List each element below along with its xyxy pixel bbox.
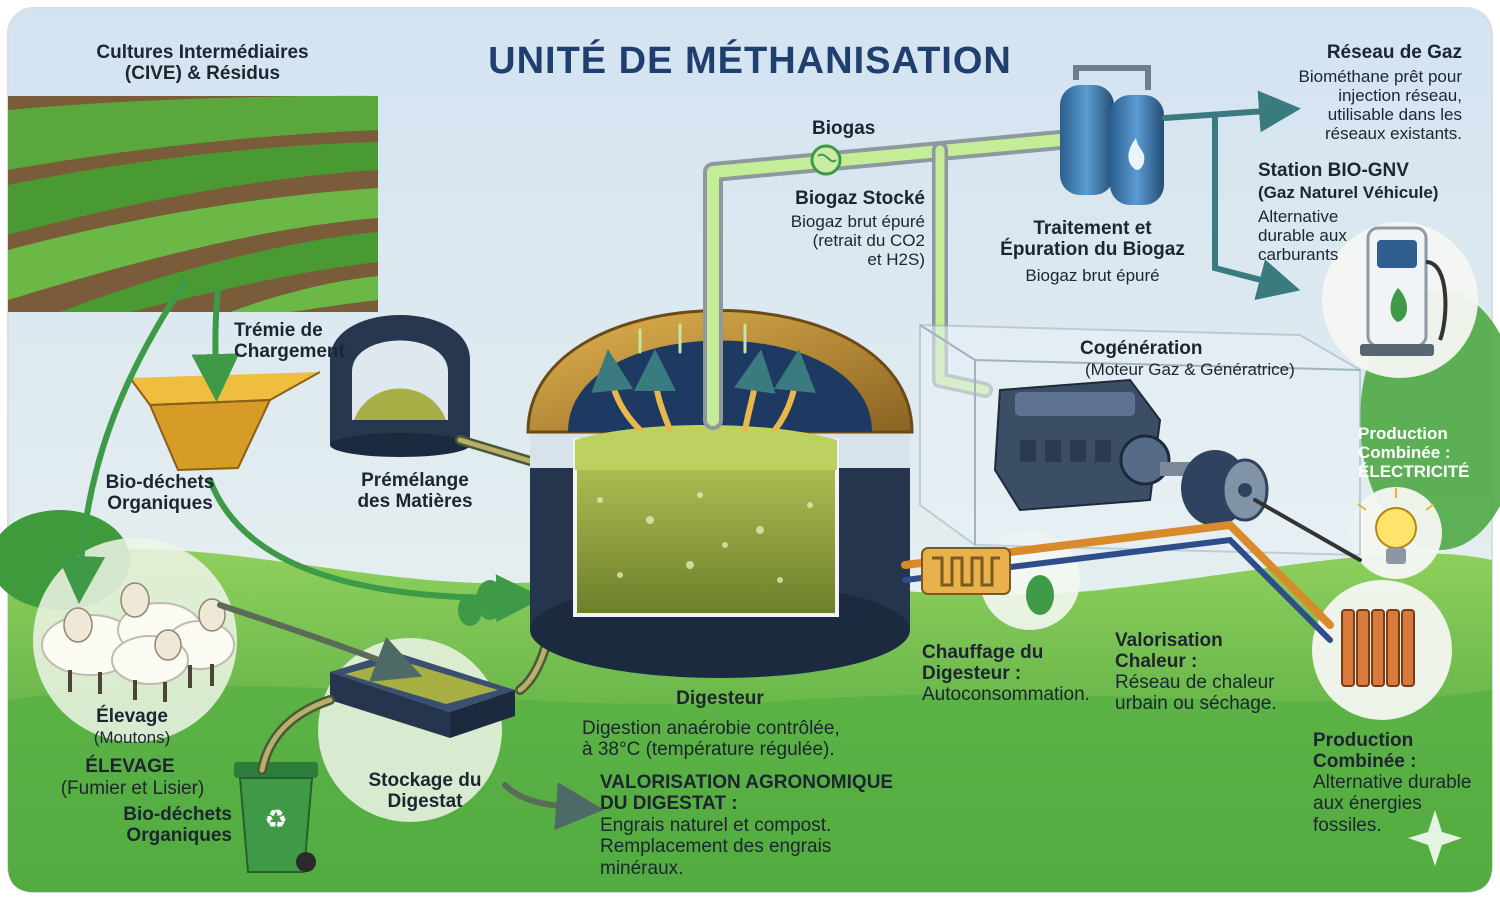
label-chauffage-desc: Autoconsommation. (922, 684, 1107, 705)
label-reseau-title: Réseau de Gaz (1270, 42, 1462, 63)
label-valo-chaleur-desc: Réseau de chaleur urbain ou séchage. (1115, 672, 1305, 715)
label-tremie: Trémie de Chargement (234, 320, 374, 363)
label-biodechets-mid: Bio-déchets Organiques (90, 472, 230, 515)
heat-exchanger (922, 548, 1010, 594)
engine (995, 380, 1169, 510)
label-biogaz-stocke-title: Biogaz Stocké (740, 188, 925, 209)
label-valo-agro-title: VALORISATION AGRONOMIQUE DU DIGESTAT : (600, 772, 945, 815)
fan-meter (812, 146, 840, 174)
label-elevage-sub: (Moutons) (62, 728, 202, 747)
label-bio-gnv-desc: Alternative durable aux carburants (1258, 207, 1368, 264)
label-valo-chaleur-title: Valorisation Chaleur : (1115, 630, 1295, 673)
label-traitement-desc: Biogaz brut épuré (990, 266, 1195, 285)
label-cogeneration-sub: (Moteur Gaz & Génératrice) (1085, 360, 1325, 379)
field (8, 96, 378, 312)
label-cogeneration-title: Cogénération (1080, 338, 1260, 359)
label-elevage-caps: ÉLEVAGE (50, 756, 210, 777)
label-stockage: Stockage du Digestat (345, 770, 505, 813)
label-fumier: (Fumier et Lisier) (40, 778, 225, 799)
label-production-combinee-title: Production Combinée : (1313, 730, 1483, 773)
label-chauffage-title: Chauffage du Digesteur : (922, 642, 1102, 685)
svg-text:♻: ♻ (264, 805, 287, 835)
label-elevage-title: Élevage (62, 706, 202, 727)
label-valo-agro-desc: Engrais naturel et compost. Remplacement… (600, 815, 900, 879)
radiator (1342, 610, 1414, 686)
label-biodechets-bottom: Bio-déchets Organiques (70, 804, 232, 847)
label-digesteur-desc: Digestion anaérobie contrôlée, à 38°C (t… (582, 718, 902, 761)
label-digesteur-title: Digesteur (620, 688, 820, 709)
label-premelange: Prémélange des Matières (335, 470, 495, 513)
label-production-combinee-desc: Alternative durable aux énergies fossile… (1313, 772, 1493, 836)
recycle-bin: ♻ (234, 762, 318, 872)
label-bio-gnv-sub: (Gaz Naturel Véhicule) (1258, 183, 1478, 202)
label-biogas: Biogas (812, 118, 912, 139)
label-cultures: Cultures Intermédiaires (CIVE) & Résidus (60, 42, 345, 85)
label-biogaz-stocke-desc: Biogaz brut épuré (retrait du CO2 et H2S… (740, 212, 925, 269)
label-traitement-title: Traitement et Épuration du Biogaz (970, 218, 1215, 261)
label-bio-gnv-title: Station BIO-GNV (1258, 160, 1458, 181)
label-reseau-desc: Biométhane prêt pour injection réseau, u… (1262, 67, 1462, 143)
page-title: UNITÉ DE MÉTHANISATION (440, 40, 1060, 83)
label-production-elec: Production Combinée : ÉLECTRICITÉ (1358, 424, 1488, 481)
